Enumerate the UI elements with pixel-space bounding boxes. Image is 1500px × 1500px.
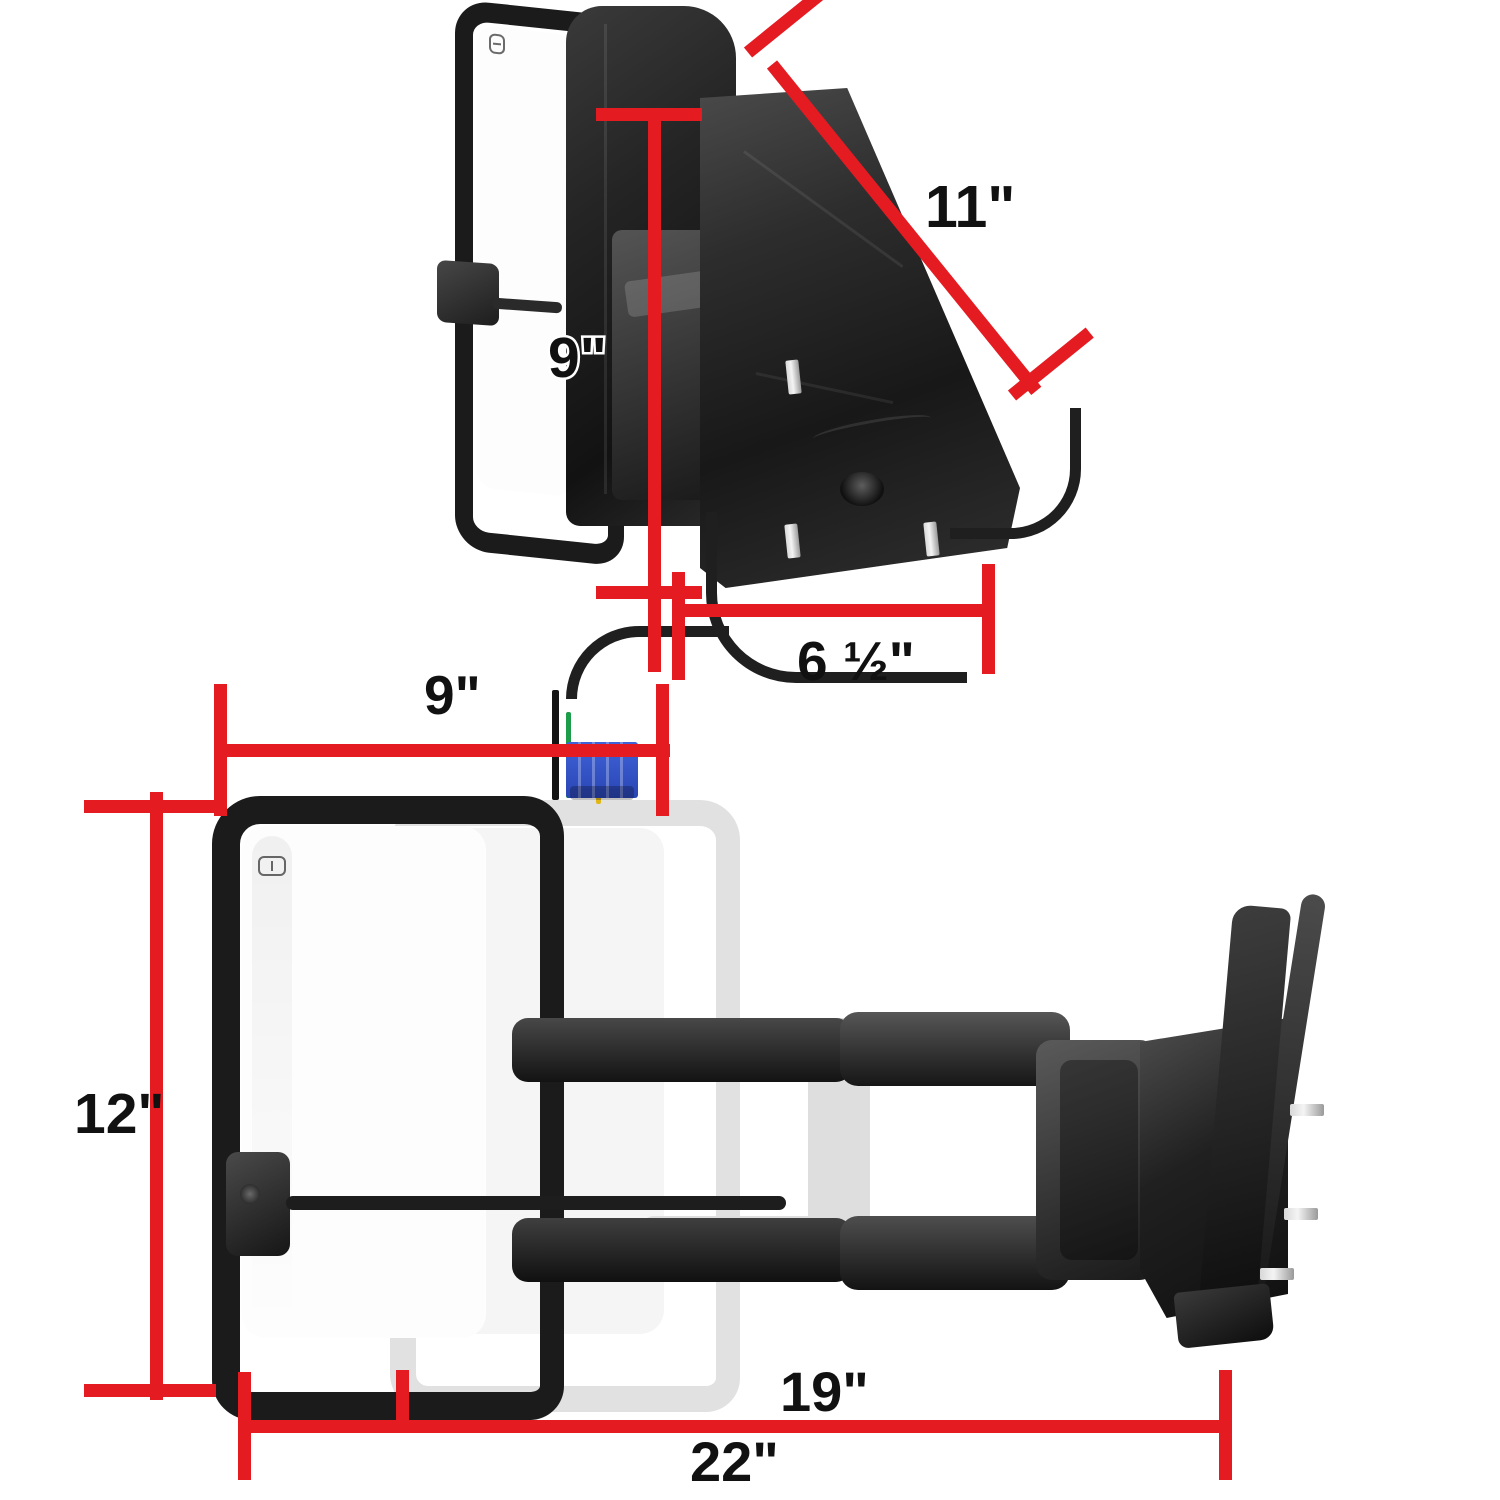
dimension-6half-label: 6 ½": [797, 630, 915, 692]
front-view-pivot-screw: [240, 1184, 260, 1204]
front-view-pivot-tab: [226, 1152, 290, 1256]
arm-riser-block: [1036, 1040, 1156, 1280]
bracket-foot: [1173, 1283, 1275, 1349]
dimension-6half-line: [676, 604, 994, 617]
dimension-side-height-cap-bottom: [596, 586, 702, 599]
telescoping-arm-upper-outer: [840, 1012, 1070, 1086]
telescoping-arm-lower-outer: [840, 1216, 1070, 1290]
dimension-22in-cap-left: [238, 1372, 251, 1480]
dimension-22in-label: 22": [690, 1430, 779, 1493]
telescoping-arm-upper-inner: [512, 1018, 852, 1082]
connector-rib-1: [578, 742, 581, 798]
dimension-12in-cap-bottom: [84, 1384, 216, 1397]
side-view-glass-pivot-tab: [437, 259, 499, 327]
dimension-extension-label: 9": [424, 664, 481, 726]
dimension-22in-cap-right: [1219, 1372, 1232, 1480]
bracket-stud-middle: [1284, 1208, 1318, 1220]
connector-rib-4: [620, 742, 623, 798]
side-view-housing-seam: [604, 24, 607, 494]
dimension-11in-label: 11": [925, 174, 1016, 240]
back-plate-pivot-boss: [840, 472, 884, 506]
arm-riser-shadow: [1060, 1060, 1138, 1260]
dimension-12in-cap-top: [84, 800, 216, 813]
dimension-side-height-cap-top: [596, 108, 702, 121]
dimension-side-height-line: [648, 112, 661, 672]
dimension-12in-label: 12": [74, 1082, 165, 1146]
mirror-glass-stamp-side: [489, 33, 505, 55]
connector-rib-3: [606, 742, 609, 798]
front-view-pivot-arm: [286, 1196, 786, 1210]
front-view-mirror-frame: [212, 796, 564, 1420]
telescoping-arm-lower-inner: [512, 1218, 852, 1282]
connector-base-shadow: [570, 786, 634, 800]
dimension-extension-cap-right: [656, 684, 669, 816]
dimension-22in-line: [240, 1420, 1232, 1433]
dimension-side-height-label: 9": [546, 326, 610, 390]
side-view-mirror-glass: [476, 24, 572, 498]
dimension-6half-cap-right: [982, 564, 995, 674]
mirror-glass-stamp-front: [258, 856, 286, 876]
dimension-extension-line: [218, 744, 670, 757]
dimension-extension-cap-left: [214, 684, 227, 816]
harness-loop-upper: [950, 408, 1081, 539]
dimension-12in-line: [150, 792, 163, 1400]
bracket-stud-top: [1290, 1104, 1324, 1116]
dimension-6half-cap-left: [672, 572, 685, 680]
connector-rib-2: [592, 742, 595, 798]
harness-loop-lower: [706, 512, 967, 683]
dimension-11in-cap-top: [743, 0, 830, 58]
dimension-19in-cap-left: [396, 1370, 409, 1432]
dimension-19in-label: 19": [778, 1360, 872, 1423]
bracket-stud-bottom: [1260, 1268, 1294, 1280]
ghost-arm-riser: [808, 1060, 870, 1240]
